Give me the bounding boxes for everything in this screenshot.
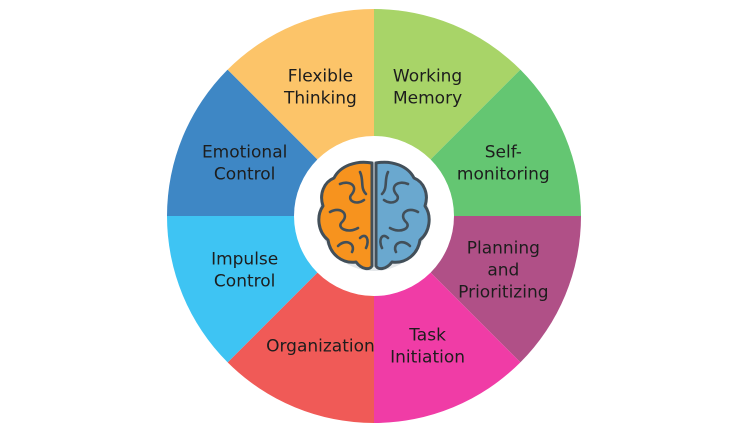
segment-label-line: and <box>487 261 519 281</box>
segment-label-line: Task <box>408 325 446 345</box>
segment-label-line: Control <box>214 164 275 184</box>
segment-label-line: Memory <box>393 89 462 109</box>
segment-label-line: Initiation <box>390 347 465 367</box>
segment-label-line: Self- <box>485 142 522 162</box>
segment-label-line: Working <box>393 67 462 87</box>
segment-label-line: Thinking <box>283 89 357 109</box>
segment-label-line: Emotional <box>202 142 287 162</box>
brain-icon <box>317 160 431 271</box>
segment-label-line: Flexible <box>288 67 353 87</box>
segment-label-line: Organization <box>266 336 375 356</box>
segment-label-line: monitoring <box>457 164 550 184</box>
segment-label-line: Prioritizing <box>458 283 548 303</box>
segment-label-line: Control <box>214 272 275 292</box>
segment-label-line: Planning <box>467 239 540 259</box>
segment-label-self-monitoring: Self-monitoring <box>457 142 550 184</box>
brain-folds <box>328 170 420 254</box>
segment-label-line: Impulse <box>211 250 278 270</box>
segment-label-organization: Organization <box>266 336 375 356</box>
